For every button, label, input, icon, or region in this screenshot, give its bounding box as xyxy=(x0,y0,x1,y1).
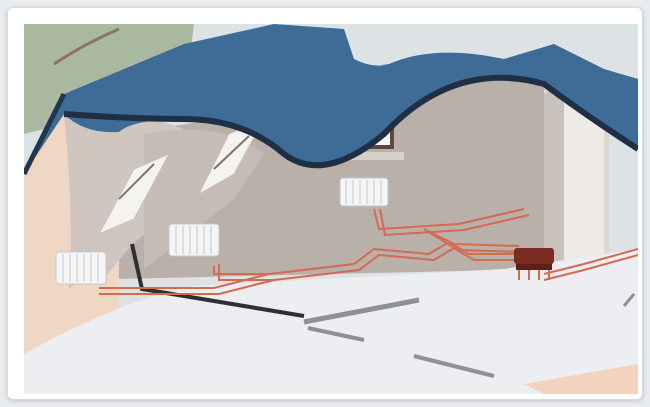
heating-pipes xyxy=(99,208,638,295)
radiator xyxy=(55,251,107,285)
skylight-window xyxy=(97,152,171,236)
roof-edge xyxy=(63,74,638,169)
floor-slots xyxy=(303,293,636,378)
floor xyxy=(24,249,638,394)
floor-edge xyxy=(524,364,638,394)
manifold xyxy=(514,248,554,280)
roof-left-edge xyxy=(24,92,67,176)
image-frame xyxy=(7,7,643,400)
roof xyxy=(24,24,638,174)
radiator xyxy=(339,177,389,207)
attic-heating-illustration xyxy=(24,24,638,394)
radiator xyxy=(168,223,220,257)
